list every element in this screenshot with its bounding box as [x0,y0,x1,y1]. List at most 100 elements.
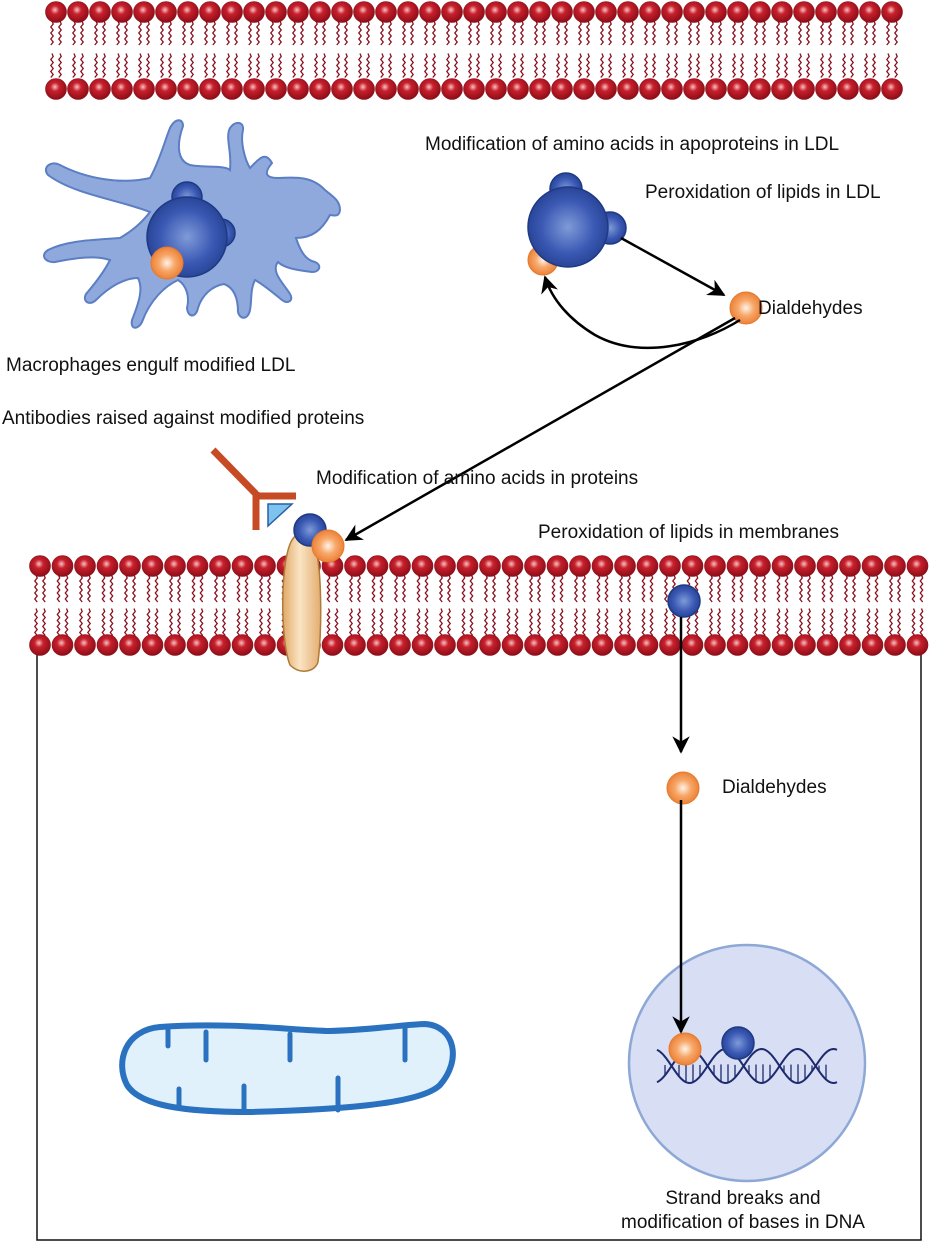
lipid-tail [731,574,736,603]
lipid-tail [277,20,283,46]
phospholipid-head [419,1,441,23]
phospholipid-head [389,634,411,656]
phospholipid-head [485,1,507,23]
phospholipid-head [569,555,591,577]
phospholipid-head [815,78,837,100]
lipid-tail [753,608,759,636]
lipid-tail [866,574,871,603]
lipid-tail [871,20,877,46]
lipid-tail [409,53,415,78]
lipid-tail [424,608,429,636]
lipid-tail [784,574,789,603]
label-dna-damage-line2: modification of bases in DNA [621,1212,865,1233]
lipid-tail [641,608,646,636]
phospholipid-head [749,555,771,577]
lipid-tail [181,20,187,46]
lipid-tail [896,608,902,636]
lipid-tail [189,53,195,78]
lipid-tail [536,608,542,636]
phospholipid-head [771,1,793,23]
phospholipid-head [265,1,287,23]
lipid-tail [651,53,657,78]
dialdehyde-molecule [729,291,763,325]
lipid-tail [236,608,241,636]
lipid-tail [213,574,219,603]
lipid-tail [739,20,745,46]
phospholipid-head [177,1,199,23]
lipid-tail [334,574,339,603]
lipid-tail [483,608,489,636]
phospholipid-head [243,78,265,100]
phospholipid-head [186,634,209,656]
phospholipid-head [89,1,111,23]
phospholipid-head [591,555,614,577]
phospholipid-head [551,78,573,100]
lipid-tail [919,574,924,603]
lipid-tail [453,53,459,78]
phospholipid-head [309,78,331,100]
phospholipid-head [815,1,837,23]
lipid-tail [101,608,106,636]
lipid-tail [343,20,349,46]
lipid-tail [93,20,99,46]
phospholipid-head [411,555,434,577]
lipid-tail [255,53,261,78]
lipid-tail [291,20,297,46]
lipid-tail [663,574,669,603]
lipid-tail [911,574,916,603]
lipid-tail [154,574,159,603]
phospholipid-head [254,555,276,577]
phospholipid-head [265,78,287,100]
phospholipid-head [479,634,501,656]
lipid-tail [585,53,591,78]
lipid-tail [71,20,77,46]
lipid-tail [739,53,745,78]
label-ldl-amino-acid-modification: Modification of amino acids in apoprotei… [425,134,840,155]
lipid-tail [555,53,561,78]
lipid-tail [467,53,473,78]
lipid-tail [387,20,393,46]
lipid-tail [618,608,624,636]
phospholipid-head [661,1,683,23]
lipid-tail [258,608,264,636]
phospholipid-head [705,1,727,23]
lipid-tail [829,608,834,636]
lipid-tail [775,53,781,78]
lipid-tail [269,20,275,46]
lipid-tail [511,53,517,78]
lipid-tail [827,20,833,46]
lipid-tail [79,53,85,78]
phospholipid-head [546,555,569,577]
lipid-tail [607,53,613,78]
phospholipid-head [749,78,771,100]
lipid-tail [446,574,452,603]
lipid-tail [511,20,517,46]
lipid-tail [225,53,231,78]
phospholipid-head [353,78,375,100]
phospholipid-head [199,1,221,23]
phospholipid-head [529,78,551,100]
lipid-tail [146,574,151,603]
phospholipid-head [463,78,485,100]
cell-membrane-bilayer [29,555,929,656]
lipid-tail [416,608,421,636]
lipid-tail [109,574,114,603]
lipid-tail [665,20,671,46]
lipid-tail [551,608,556,636]
lipid-tail [784,608,789,636]
lipid-tail [431,20,437,46]
lipid-tail [445,20,451,46]
lipid-tail [86,608,92,636]
lipid-tail [277,53,283,78]
lipid-tail [123,608,129,636]
phospholipid-head [331,1,353,23]
lipid-tail [885,53,891,78]
lipid-tail [596,574,601,603]
lipid-tail [191,608,196,636]
lipid-tail [753,53,759,78]
dialdehyde-adduct [311,529,345,563]
lipid-tail [57,53,63,78]
lipid-tail [775,20,781,46]
lipid-tail [573,608,579,636]
lipid-tail [695,20,701,46]
